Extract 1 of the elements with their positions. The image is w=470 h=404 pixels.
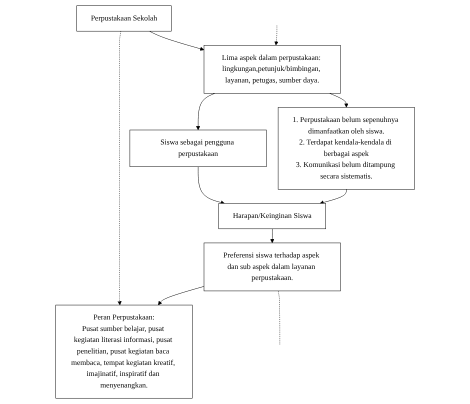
- connector: [278, 290, 280, 345]
